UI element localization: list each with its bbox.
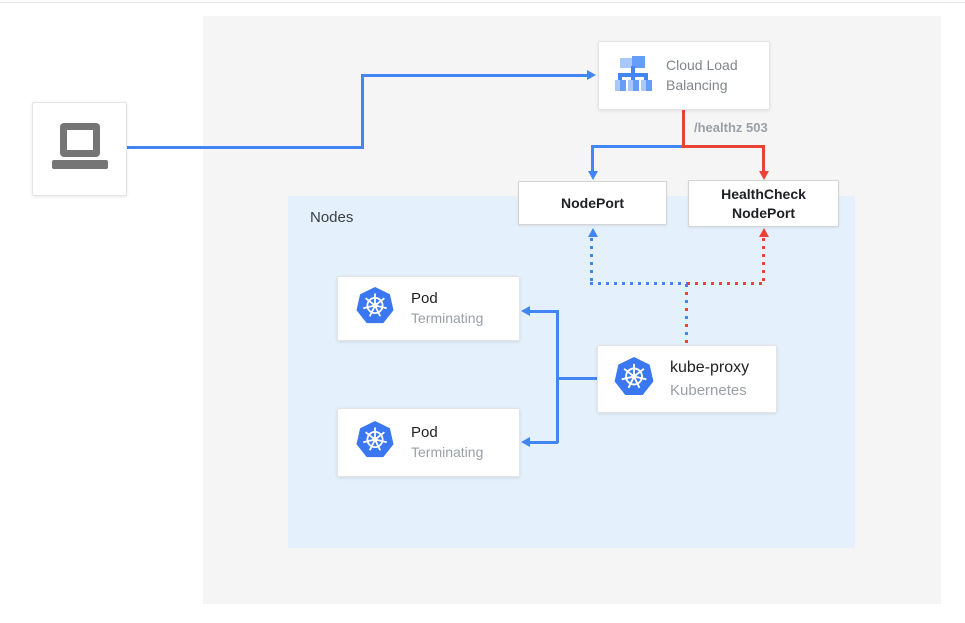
pod-title: Pod (411, 424, 438, 442)
laptop-icon (49, 120, 111, 179)
top-divider (0, 2, 965, 3)
edge-dotted-blue-h (590, 282, 687, 285)
edge-split-red-v (762, 145, 765, 173)
edge-kubeproxy-left (556, 377, 597, 380)
pod-title: Pod (411, 290, 438, 308)
pod-status: Terminating (411, 310, 484, 327)
edge-pods-vertical (556, 310, 559, 443)
pod-1-node: Pod Terminating (337, 276, 520, 341)
kube-proxy-title: kube-proxy (670, 359, 750, 377)
edge-lb-down-red (682, 110, 685, 148)
arrowhead-dotted-into-nodeport (588, 228, 598, 237)
kubernetes-icon (355, 420, 395, 465)
pod-status: Terminating (411, 444, 484, 461)
arrowhead-into-lb (587, 70, 596, 80)
kube-proxy-subtitle: Kubernetes (670, 381, 747, 399)
healthcheck-nodeport-label: HealthCheck NodePort (721, 185, 806, 221)
nodeport-label: NodePort (561, 194, 624, 211)
arrowhead-into-pod1 (521, 306, 530, 316)
edge-split-red-h (682, 145, 765, 148)
kubernetes-icon (613, 356, 655, 403)
edge-client-to-lb-h1 (127, 146, 364, 149)
cloud-load-balancing-node: Cloud Load Balancing (598, 41, 770, 110)
nodeport-box: NodePort (518, 181, 667, 225)
healthz-503-label: /healthz 503 (694, 120, 768, 135)
edge-to-pod2 (529, 441, 558, 444)
client-node (32, 102, 127, 196)
kube-proxy-node: kube-proxy Kubernetes (597, 345, 777, 413)
edge-split-blue-h (591, 145, 684, 148)
kubernetes-icon (355, 286, 395, 331)
edge-dotted-red-v (762, 238, 765, 284)
edge-client-to-lb-h2 (361, 74, 588, 77)
edge-dotted-red-h (687, 282, 765, 285)
healthcheck-nodeport-box: HealthCheck NodePort (688, 180, 839, 227)
load-balancer-label: Cloud Load Balancing (666, 56, 738, 93)
edge-to-pod1 (529, 310, 558, 313)
load-balancer-icon (613, 54, 653, 97)
edge-dotted-blue-v (590, 238, 593, 284)
arrowhead-into-pod2 (521, 437, 530, 447)
arrowhead-into-healthcheck-nodeport (759, 171, 769, 180)
edge-kubeproxy-up-dotted (685, 284, 688, 345)
arrowhead-dotted-into-healthcheck-nodeport (759, 228, 769, 237)
arrowhead-into-nodeport (588, 171, 598, 180)
nodes-group-label: Nodes (310, 209, 354, 226)
edge-split-blue-v (591, 145, 594, 173)
pod-2-node: Pod Terminating (337, 408, 520, 477)
edge-client-to-lb-v (361, 74, 364, 149)
